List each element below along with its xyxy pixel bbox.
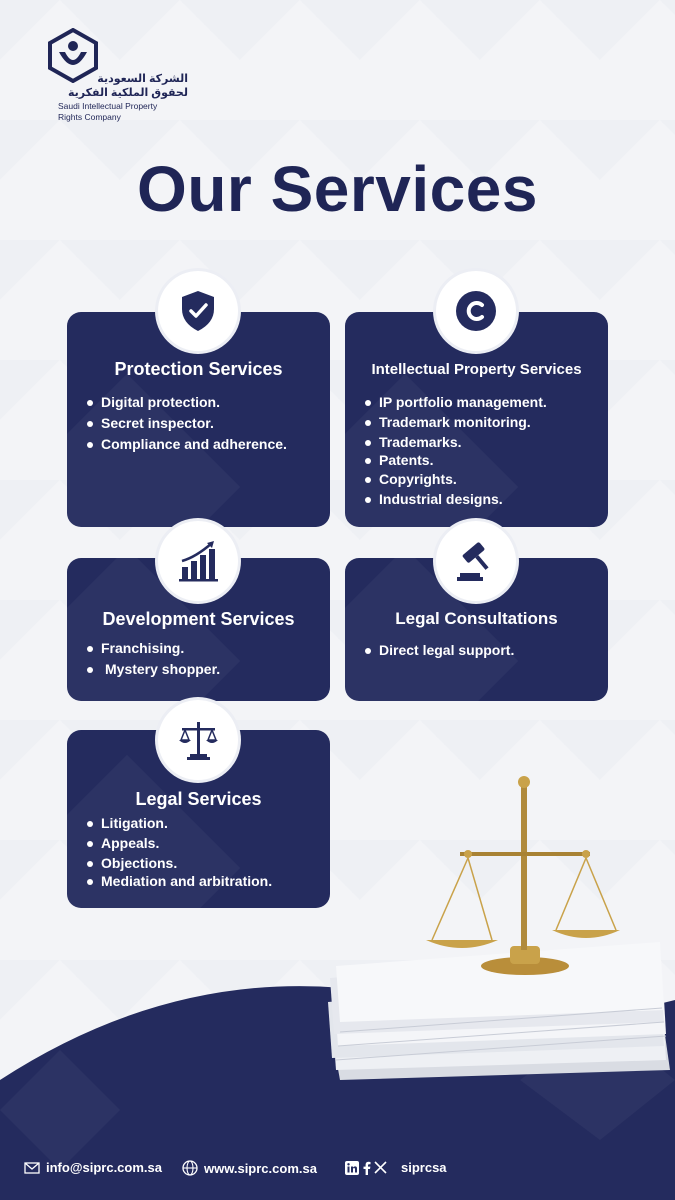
linkedin-icon[interactable]	[345, 1160, 359, 1175]
list-item: IP portfolio management.	[365, 394, 547, 410]
globe-icon	[182, 1160, 198, 1176]
protection-services-card: Protection Services Digital protection. …	[67, 312, 330, 527]
list-item: Appeals.	[87, 835, 272, 851]
scales-on-papers-illustration	[328, 776, 670, 1080]
legal-services-list: Litigation. Appeals. Objections. Mediati…	[87, 815, 272, 889]
protection-services-title: Protection Services	[114, 359, 283, 379]
list-item: Secret inspector.	[87, 415, 287, 431]
logo-english-line-2: Rights Company	[58, 112, 121, 122]
legal-services-title: Legal Services	[135, 789, 262, 809]
list-item: Digital protection.	[87, 394, 287, 410]
list-item: Direct legal support.	[365, 642, 514, 658]
development-services-title: Development Services	[102, 609, 295, 629]
page-title: Our Services	[137, 153, 538, 225]
logo-arabic-line-1: الشركة السعودية	[97, 73, 188, 85]
x-icon[interactable]	[374, 1161, 387, 1174]
footer-email[interactable]: info@siprc.com.sa	[24, 1160, 162, 1175]
consultations-badge	[436, 521, 516, 601]
list-item: Litigation.	[87, 815, 272, 831]
legal-services-badge	[158, 700, 238, 780]
footer-website[interactable]: www.siprc.com.sa	[182, 1160, 317, 1176]
website-text: www.siprc.com.sa	[204, 1160, 317, 1176]
list-item: Franchising.	[87, 640, 220, 656]
list-item: Mediation and arbitration.	[87, 873, 272, 889]
legal-consultations-list: Direct legal support.	[365, 642, 514, 658]
logo-mark-icon	[48, 28, 98, 83]
development-services-list: Franchising. Mystery shopper.	[87, 640, 220, 677]
list-item: Patents.	[365, 452, 547, 468]
scales-icon	[179, 722, 218, 760]
email-text: info@siprc.com.sa	[46, 1160, 162, 1175]
gavel-icon	[457, 542, 489, 581]
logo-arabic-line-2: لحقوق الملكية الفكرية	[67, 87, 188, 99]
facebook-icon[interactable]	[362, 1161, 371, 1175]
list-item: Industrial designs.	[365, 491, 547, 507]
protection-badge	[158, 271, 238, 351]
list-item: Mystery shopper.	[87, 661, 220, 677]
development-badge	[158, 521, 238, 601]
list-item: Trademarks.	[365, 434, 547, 450]
list-item: Compliance and adherence.	[87, 436, 287, 452]
list-item: Copyrights.	[365, 471, 547, 487]
social-handle-text: siprcsa	[401, 1160, 447, 1175]
list-item: Trademark monitoring.	[365, 414, 547, 430]
legal-services-card: Legal Services Litigation. Appeals. Obje…	[67, 730, 330, 908]
company-logo: الشركة السعودية لحقوق الملكية الفكرية Sa…	[48, 28, 188, 123]
ip-services-title: Intellectual Property Services	[371, 361, 582, 378]
ip-services-list: IP portfolio management. Trademark monit…	[365, 394, 547, 507]
copyright-icon	[456, 291, 496, 331]
legal-consultations-title: Legal Consultations	[395, 609, 558, 628]
footer-social[interactable]: siprcsa	[345, 1160, 447, 1175]
growth-chart-icon	[179, 541, 218, 582]
mail-icon	[24, 1161, 40, 1174]
list-item: Objections.	[87, 855, 272, 871]
logo-english-line-1: Saudi Intellectual Property	[58, 101, 158, 111]
ip-badge	[436, 271, 516, 351]
protection-services-list: Digital protection. Secret inspector. Co…	[87, 394, 287, 452]
shield-check-icon	[182, 291, 214, 331]
